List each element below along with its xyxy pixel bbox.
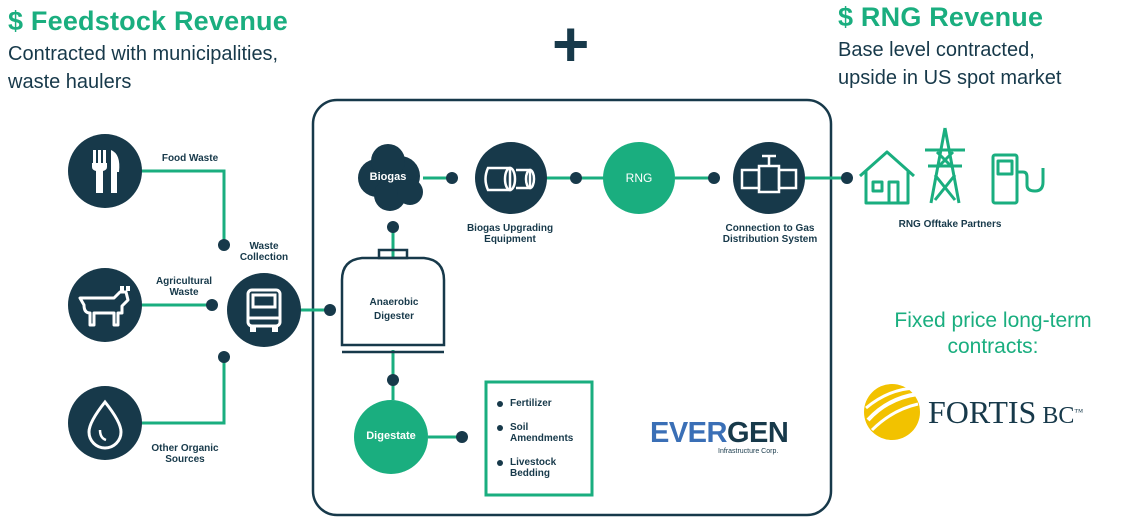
biogas-upgrading-label-1: Biogas Upgrading <box>466 223 554 234</box>
waste-collection-node <box>227 273 301 347</box>
product-soil: Soil <box>510 422 529 433</box>
connector-dots <box>206 172 853 443</box>
water-drop-icon <box>87 399 123 450</box>
fixed-price-label-1: Fixed price long-term <box>894 309 1092 332</box>
fortis-swoosh-logo <box>864 384 920 440</box>
feedstock-revenue-subtitle-1: Contracted with municipalities, <box>8 43 279 65</box>
gas-connection-label-1: Connection to Gas <box>725 223 815 234</box>
rng-node <box>603 142 675 214</box>
fortisbc-logo-bc: BC <box>1042 403 1075 429</box>
gas-connection-label-2: Distribution System <box>722 234 818 245</box>
feedstock-revenue-subtitle-2: waste haulers <box>8 71 132 93</box>
food-waste-label: Food Waste <box>161 153 219 164</box>
fixed-price-label-2: contracts: <box>947 335 1039 358</box>
offtake-partners-label: RNG Offtake Partners <box>898 219 1002 230</box>
digester-label-1: Anaerobic <box>369 297 419 308</box>
other-organic-node <box>68 386 142 460</box>
pipe-valve-icon <box>740 154 798 194</box>
house-icon <box>859 150 915 205</box>
plus-sign: + <box>552 8 590 80</box>
biogas-cloud-shape <box>358 144 423 211</box>
other-organic-label-1: Other Organic <box>151 443 219 454</box>
products-box <box>484 380 594 497</box>
process-boundary <box>311 98 833 517</box>
biogas-upgrading-label-2: Equipment <box>484 234 536 245</box>
digester-tank-shape <box>340 248 446 354</box>
waste-collection-label-1: Waste <box>249 241 279 252</box>
tanks-icon <box>484 166 536 192</box>
product-bedding: Bedding <box>510 468 550 479</box>
rng-revenue-subtitle-2: upside in US spot market <box>838 67 1062 89</box>
rng-revenue-subtitle-1: Base level contracted, <box>838 39 1035 61</box>
product-livestock: Livestock <box>510 457 557 468</box>
digestate-label: Digestate <box>366 430 416 442</box>
fork-knife-icon <box>92 150 120 193</box>
digestate-node <box>354 400 428 474</box>
agricultural-waste-label-2: Waste <box>169 287 199 298</box>
digester-label-2: Digester <box>373 311 414 322</box>
food-waste-node <box>68 134 142 208</box>
ev-charger-icon <box>991 153 1045 205</box>
agricultural-waste-label-1: Agricultural <box>155 276 213 287</box>
rng-revenue-title: $ RNG Revenue <box>838 2 1044 32</box>
evergen-logo-gen: GEN <box>726 417 789 449</box>
evergen-logo-subtitle: Infrastructure Corp. <box>718 448 779 455</box>
power-tower-icon <box>925 127 965 204</box>
cow-icon <box>78 290 130 327</box>
fortisbc-logo-tm: ™ <box>1074 407 1084 417</box>
feedstock-revenue-title: $ Feedstock Revenue <box>8 6 288 36</box>
biogas-label: Biogas <box>369 171 407 183</box>
waste-collection-label-2: Collection <box>239 252 289 263</box>
gas-connection-node <box>733 142 805 214</box>
evergen-logo: EVERGEN <box>650 417 789 449</box>
other-organic-label-2: Sources <box>165 454 205 465</box>
product-amendments: Amendments <box>510 433 574 444</box>
agricultural-waste-node <box>68 268 142 342</box>
product-fertilizer: Fertilizer <box>510 398 552 409</box>
product-bullets <box>497 401 503 466</box>
truck-icon <box>246 288 282 328</box>
fortisbc-logo-fortis: FORTIS <box>928 394 1037 430</box>
rng-label: RNG <box>625 171 653 185</box>
evergen-logo-ever: EVER <box>650 417 727 449</box>
